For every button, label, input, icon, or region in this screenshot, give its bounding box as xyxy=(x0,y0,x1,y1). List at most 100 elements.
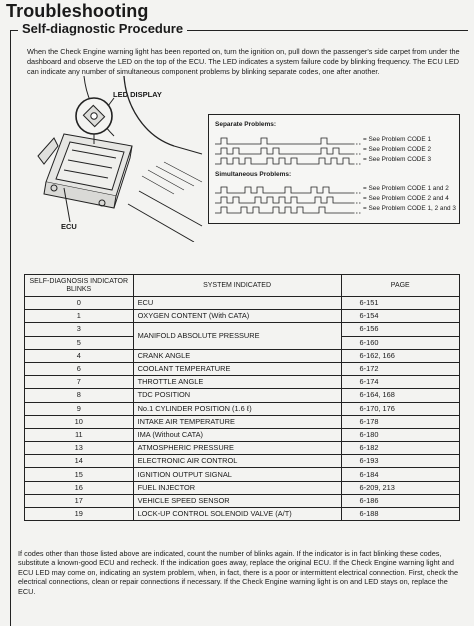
simultaneous-pattern-row: = See Problem CODE 1 and 2 xyxy=(215,185,455,194)
system-cell: No.1 CYLINDER POSITION (1.6 ℓ) xyxy=(132,401,342,416)
system-cell: IMA (Without CATA) xyxy=(132,427,342,443)
blinks-cell: 6 xyxy=(24,361,134,377)
table-header-row: SELF-DIAGNOSIS INDICATOR BLINKS SYSTEM I… xyxy=(24,274,461,297)
table-row: 0 ECU 6-151 xyxy=(24,295,461,311)
ecu-label: ECU xyxy=(61,222,77,231)
page-cell: 6-180 xyxy=(340,427,461,443)
system-cell: ATMOSPHERIC PRESSURE xyxy=(132,441,342,456)
led-display-label: LED DISPLAY xyxy=(113,90,162,99)
blink-waveform xyxy=(215,206,361,214)
system-cell: VEHICLE SPEED SENSOR xyxy=(132,493,342,509)
page-cell: 6-151 xyxy=(340,295,461,311)
blinks-cell: 15 xyxy=(24,467,134,482)
blinks-cell: 16 xyxy=(24,480,134,495)
page-cell: 6-160 xyxy=(340,335,461,350)
problem-reference: = See Problem CODE 2 and 4 xyxy=(363,195,449,202)
column-header-system: SYSTEM INDICATED xyxy=(132,274,342,297)
system-cell: ELECTRONIC AIR CONTROL xyxy=(132,454,342,469)
blinks-cell: 0 xyxy=(24,295,134,311)
page-cell: 6-156 xyxy=(340,322,461,337)
page-cell: 6-178 xyxy=(340,414,461,429)
page-title: Troubleshooting xyxy=(6,1,149,21)
table-row: 13 ATMOSPHERIC PRESSURE 6-182 xyxy=(24,441,461,456)
blinks-cell: 14 xyxy=(24,454,134,469)
blinks-cell: 17 xyxy=(24,493,134,509)
blinks-cell: 10 xyxy=(24,414,134,429)
page-cell: 6-174 xyxy=(340,375,461,390)
problem-reference: = See Problem CODE 1 and 2 xyxy=(363,185,449,192)
table-row: 10 INTAKE AIR TEMPERATURE 6-178 xyxy=(24,414,461,429)
separate-problems-heading: Separate Problems: xyxy=(215,121,277,128)
table-row: 19 LOCK-UP CONTROL SOLENOID VALVE (A/T) … xyxy=(24,506,461,522)
title-rule xyxy=(10,30,468,31)
blink-waveform xyxy=(215,186,361,194)
blinks-cell: 4 xyxy=(24,348,134,363)
problem-reference: = See Problem CODE 2 xyxy=(363,146,432,153)
blinks-cell: 8 xyxy=(24,388,134,403)
system-cell: CRANK ANGLE xyxy=(132,348,342,363)
system-cell: THROTTLE ANGLE xyxy=(132,375,342,390)
section-heading: Self-diagnostic Procedure xyxy=(18,21,188,36)
system-cell: COOLANT TEMPERATURE xyxy=(132,361,342,377)
blinks-cell: 7 xyxy=(24,375,134,390)
table-row: 6 COOLANT TEMPERATURE 6-172 xyxy=(24,361,461,377)
page-cell: 6-209, 213 xyxy=(340,480,461,495)
table-row: 4 CRANK ANGLE 6-162, 166 xyxy=(24,348,461,363)
table-row: 16 FUEL INJECTOR 6-209, 213 xyxy=(24,480,461,495)
blink-waveform xyxy=(215,147,361,155)
section-rule xyxy=(10,30,11,626)
column-header-page: PAGE xyxy=(340,274,461,297)
table-row: 14 ELECTRONIC AIR CONTROL 6-193 xyxy=(24,454,461,469)
system-cell: TDC POSITION xyxy=(132,388,342,403)
system-cell: INTAKE AIR TEMPERATURE xyxy=(132,414,342,429)
blinks-cell: 9 xyxy=(24,401,134,416)
blink-waveform xyxy=(215,137,361,145)
page-cell: 6-186 xyxy=(340,493,461,509)
blinks-cell: 1 xyxy=(24,309,134,324)
system-cell: IGNITION OUTPUT SIGNAL xyxy=(132,467,342,482)
page-cell: 6-154 xyxy=(340,309,461,324)
table-row: 15 IGNITION OUTPUT SIGNAL 6-184 xyxy=(24,467,461,482)
page-cell: 6-170, 176 xyxy=(340,401,461,416)
table-row: 9 No.1 CYLINDER POSITION (1.6 ℓ) 6-170, … xyxy=(24,401,461,416)
intro-paragraph: When the Check Engine warning light has … xyxy=(27,47,460,76)
table-row: 7 THROTTLE ANGLE 6-174 xyxy=(24,375,461,390)
system-cell: OXYGEN CONTENT (With CATA) xyxy=(132,309,342,324)
table-row: 17 VEHICLE SPEED SENSOR 6-186 xyxy=(24,493,461,509)
table-row: 3 MANIFOLD ABSOLUTE PRESSURE 6-156 xyxy=(24,322,461,350)
problem-reference: = See Problem CODE 1 xyxy=(363,136,432,143)
table-row: 8 TDC POSITION 6-164, 168 xyxy=(24,388,461,403)
blink-waveform xyxy=(215,157,361,165)
simultaneous-pattern-row: = See Problem CODE 1, 2 and 3 xyxy=(215,205,456,214)
blinks-cell: 19 xyxy=(24,506,134,522)
column-header-blinks: SELF-DIAGNOSIS INDICATOR BLINKS xyxy=(24,274,134,297)
page-cell: 6-164, 168 xyxy=(340,388,461,403)
simultaneous-pattern-row: = See Problem CODE 2 and 4 xyxy=(215,195,455,204)
page-cell: 6-172 xyxy=(340,361,461,377)
blinks-cell: 13 xyxy=(24,441,134,456)
system-cell: MANIFOLD ABSOLUTE PRESSURE xyxy=(132,322,342,350)
diagnosis-code-table: SELF-DIAGNOSIS INDICATOR BLINKS SYSTEM I… xyxy=(24,274,461,522)
blinks-cell: 3 xyxy=(24,322,134,337)
blinks-cell: 5 xyxy=(24,335,134,350)
page-cell: 6-193 xyxy=(340,454,461,469)
problem-reference: = See Problem CODE 3 xyxy=(363,156,432,163)
problem-reference: = See Problem CODE 1, 2 and 3 xyxy=(363,205,456,212)
page-cell: 6-184 xyxy=(340,467,461,482)
footer-notes: If codes other than those listed above a… xyxy=(18,549,459,596)
system-cell: FUEL INJECTOR xyxy=(132,480,342,495)
blinks-cell: 11 xyxy=(24,427,134,443)
separate-pattern-row: = See Problem CODE 3 xyxy=(215,156,455,165)
ecu-illustration xyxy=(37,76,203,242)
page-cell: 6-182 xyxy=(340,441,461,456)
page-cell: 6-162, 166 xyxy=(340,348,461,363)
simultaneous-problems-heading: Simultaneous Problems: xyxy=(215,171,292,178)
blink-pattern-box: Separate Problems: = See Problem CODE 1 … xyxy=(208,114,460,224)
separate-pattern-row: = See Problem CODE 1 xyxy=(215,136,455,145)
table-row: 11 IMA (Without CATA) 6-180 xyxy=(24,427,461,443)
blink-waveform xyxy=(215,196,361,204)
page-cell: 6-188 xyxy=(340,506,461,522)
system-cell: ECU xyxy=(132,295,342,311)
table-row: 1 OXYGEN CONTENT (With CATA) 6-154 xyxy=(24,309,461,324)
system-cell: LOCK-UP CONTROL SOLENOID VALVE (A/T) xyxy=(132,506,342,522)
